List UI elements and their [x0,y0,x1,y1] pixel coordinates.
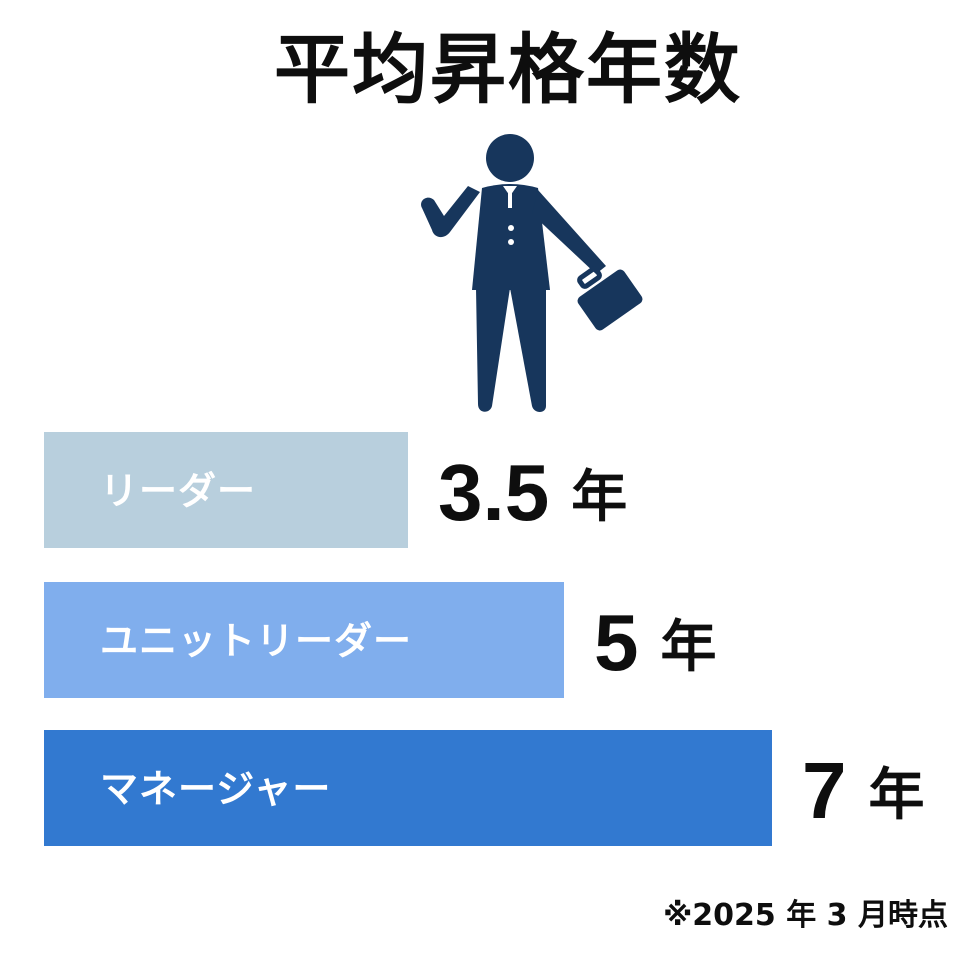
bar-3 [44,730,772,846]
bar-value-label: 3.5 [438,448,549,537]
bar-unit-label: 年 [661,615,717,680]
bar-2 [44,582,564,698]
bar-category-label: リーダー [100,469,256,513]
businessman-with-briefcase-icon [421,134,643,412]
bar-category-label: マネージャー [100,767,331,811]
bar-unit-label: 年 [571,465,627,530]
bar-value-label: 7 [802,746,847,835]
footnote: ※2025 年 3 月時点 [663,898,948,933]
chart-title: 平均昇格年数 [274,25,742,114]
bar-category-label: ユニットリーダー [100,619,412,663]
bar-value-label: 5 [594,598,639,687]
bar-1 [44,432,408,548]
bar-unit-label: 年 [869,763,925,828]
